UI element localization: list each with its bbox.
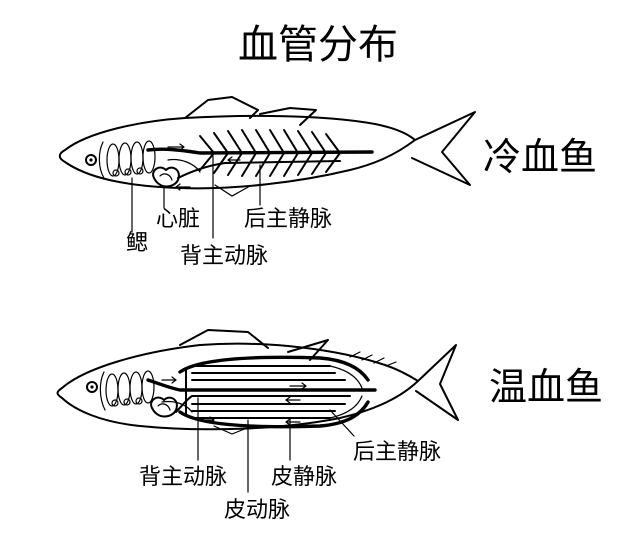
- cold-fish-pelvic-fin: [214, 184, 251, 197]
- warm-fish-dorsal-fin-front: [179, 329, 269, 349]
- warm-fish-posterior-vein-vessel: [175, 395, 351, 413]
- cold-fish-eye: [85, 154, 97, 166]
- cold-fish-tail-fin: [411, 111, 476, 186]
- cold-fish-heart-label: 心脏: [156, 207, 200, 232]
- cold-fish-dorsal-aorta-label: 背主动脉: [180, 244, 268, 269]
- warm-fish-body-outline: [56, 342, 419, 431]
- warm-fish-lateral-vessel-bundle: [178, 355, 370, 429]
- cold-fish-eye-inner: [89, 158, 93, 162]
- warm-fish-gill-cover: [99, 371, 106, 411]
- warm-fish-gill-loops: [105, 370, 155, 407]
- warm-fish-tail-fin: [415, 344, 459, 421]
- warm-fish-eye-inner: [90, 385, 94, 389]
- cold-fish-segmental-vessels: [199, 129, 341, 177]
- warm-fish-pectoral-fin: [161, 400, 193, 413]
- cold-fish-body-outline: [58, 114, 416, 190]
- cold-fish: 鳃 心脏 背主动脉 后主静脉 冷血鱼: [58, 96, 597, 269]
- cold-fish-heart: [152, 166, 180, 188]
- page-title: 血管分布: [238, 22, 398, 68]
- cold-fish-posterior-vein-label: 后主静脉: [244, 207, 332, 232]
- warm-fish-flow-arrows: [161, 376, 307, 426]
- warm-fish-pelvic-fin: [213, 425, 253, 435]
- warm-fish-dorsal-aorta-label: 背主动脉: [139, 465, 227, 490]
- warm-fish-name: 温血鱼: [489, 365, 603, 409]
- cold-fish-dorsal-aorta-vessel: [146, 147, 374, 155]
- cold-fish-gill-cover: [98, 141, 105, 179]
- warm-fish-dorsal-aorta-vessel: [146, 378, 377, 392]
- cold-fish-gill-loops: [106, 140, 156, 177]
- cold-fish-dorsal-fin-front: [184, 96, 259, 119]
- warm-fish-posterior-vein-label: 后主静脉: [353, 440, 441, 465]
- cold-fish-gill-label: 鳃: [126, 231, 148, 256]
- cold-fish-name: 冷血鱼: [483, 135, 597, 179]
- warm-fish-finlets: [349, 351, 397, 367]
- warm-fish-cutaneous-vein-label: 皮静脉: [271, 465, 337, 490]
- warm-fish-cutaneous-artery-label: 皮动脉: [224, 498, 290, 523]
- warm-fish: 背主动脉 皮动脉 皮静脉 后主静脉 温血鱼: [56, 329, 603, 523]
- warm-fish-heart: [150, 396, 178, 418]
- cold-fish-flow-arrows: [167, 143, 241, 191]
- warm-fish-eye: [86, 381, 98, 393]
- warm-fish-posterior-vein-leader: [329, 409, 355, 437]
